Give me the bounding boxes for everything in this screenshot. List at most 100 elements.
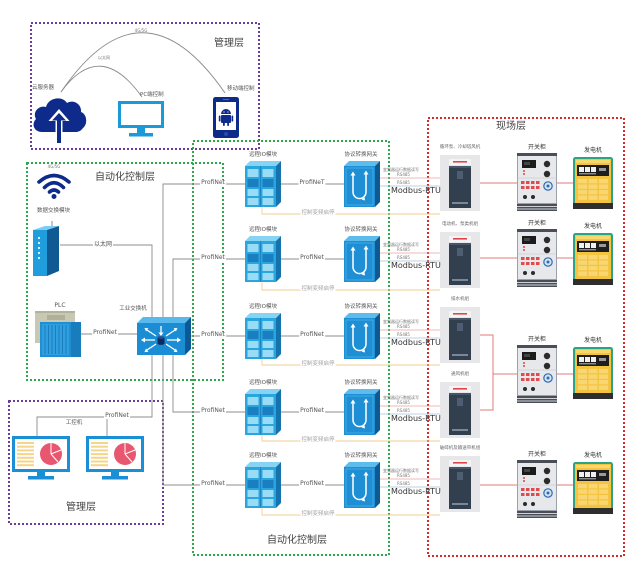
remote-io-label: 远程IO模块 [249, 304, 277, 310]
modbus-protocol-label: Modbus-RTU [391, 414, 441, 423]
plc-link-protocol-label: ProfiNet [92, 329, 118, 336]
inverter-signal-label: 变频器运行数据读写 [383, 167, 419, 172]
mobile-control-label: 移动端控制 [227, 86, 255, 92]
wireless-link-label: 4G/5G [134, 28, 148, 33]
ethernet-arc [60, 65, 143, 98]
io-link-protocol-label: ProfiNeT [298, 179, 326, 186]
ipc-label: 工控机 [65, 420, 83, 426]
modbus-protocol-label: Modbus-RTU [391, 338, 441, 347]
modbus-protocol-label: Modbus-RTU [391, 487, 441, 496]
inverter-icon [440, 232, 480, 288]
wireless-arc [60, 32, 226, 94]
data-exchange-module-label: 数据交换模块 [37, 208, 71, 214]
gateway-label: 协议转换网关 [344, 380, 378, 386]
left-wireless-label: 4G/5G [47, 164, 61, 169]
rs485-label: RS485 [397, 180, 410, 185]
cloud-server-label: 云服务器 [32, 85, 55, 91]
rs485-label: RS485 [397, 324, 410, 329]
field-layer-boundary [427, 117, 625, 557]
remote-io-label: 远程IO模块 [249, 227, 277, 233]
control-signal-label: 控制变频启停 [300, 361, 336, 368]
inverter-label: 电动机、泵类机组 [442, 222, 478, 227]
management-layer-bottom-boundary [8, 400, 164, 525]
automation-layer-middle-boundary [192, 140, 390, 556]
inverter-icon [440, 456, 480, 512]
generator-icon [573, 462, 613, 514]
io-link-protocol-label: ProfiNet [299, 407, 325, 414]
wifi-icon [36, 171, 72, 199]
rs485-label: RS485 [397, 172, 410, 177]
remote-io-module-icon [245, 313, 281, 359]
modbus-protocol-label: Modbus-RTU [391, 261, 441, 270]
monitor-icon [118, 101, 164, 137]
switch-uplink-row5-line [162, 355, 245, 486]
android-phone-icon [213, 97, 239, 138]
router-icon [31, 221, 61, 277]
switchgear-icon [517, 229, 557, 287]
ipc-link-protocol-label: ProfiNet [104, 412, 130, 419]
remote-io-module-icon [245, 462, 281, 508]
rs485-label: RS485 [397, 473, 410, 478]
cloud-upload-icon [30, 94, 88, 144]
rs485-label: RS485 [397, 247, 410, 252]
remote-io-label: 远程IO模块 [249, 380, 277, 386]
gateway-label: 协议转换网关 [344, 152, 378, 158]
switchgear-icon [517, 345, 557, 403]
management-layer-bottom-title: 管理层 [66, 502, 96, 513]
rs485-label: RS485 [397, 332, 410, 337]
automation-layer-left-title: 自动化控制层 [95, 172, 155, 183]
control-signal-label: 控制变频启停 [300, 511, 336, 518]
uplink-protocol-label: ProfiNet [200, 331, 226, 338]
generator-icon [573, 347, 613, 399]
switchgear-label: 开关柜 [527, 144, 547, 151]
uplink-protocol-label: ProfiNet [200, 254, 226, 261]
switch-uplink-row4-line [172, 355, 245, 413]
inverter-icon [440, 382, 480, 438]
layer-boundaries [8, 22, 625, 557]
rs485-label: RS485 [397, 400, 410, 405]
ipc-monitor-icon [86, 436, 144, 482]
industrial-switch-icon [137, 317, 191, 355]
control-signal-line [261, 508, 440, 516]
remote-io-module-icon [245, 389, 281, 435]
inverter-signal-label: 变频器运行数据读写 [383, 395, 419, 400]
generator-icon [573, 157, 613, 209]
ethernet-link-line [60, 244, 153, 318]
inverter-label: 破碎机及输送带机组 [439, 446, 481, 451]
modbus-protocol-label: Modbus-RTU [391, 186, 441, 195]
plc-label: PLC [54, 302, 66, 309]
inverter-pair-bracket-line [480, 334, 494, 411]
inverter-icon [440, 307, 480, 363]
generator-icon [573, 233, 613, 285]
field-layer-title: 现场层 [496, 121, 526, 132]
generator-label: 发电机 [583, 337, 603, 344]
inverter-signal-label: 变频器运行数据读写 [383, 242, 419, 247]
gateway-label: 协议转换网关 [344, 453, 378, 459]
switch-uplink-row2-line [172, 258, 245, 318]
ipc-monitor-icon [12, 436, 70, 482]
switchgear-label: 开关柜 [527, 220, 547, 227]
rs485-label: RS485 [397, 408, 410, 413]
plc-icon [35, 311, 81, 357]
ethernet-arc-label: 以太网 [98, 55, 110, 60]
switchgear-icon [517, 153, 557, 211]
uplink-protocol-label: ProfiNet [200, 179, 226, 186]
pc-control-label: PC端控制 [140, 92, 164, 98]
switchgear-icon [517, 460, 557, 518]
control-signal-line [261, 282, 440, 291]
generator-label: 发电机 [583, 223, 603, 230]
control-signal-label: 控制变频启停 [300, 437, 336, 444]
inverter-label: 排水机组 [451, 297, 469, 302]
inverter-signal-label: 变频器运行数据读写 [383, 319, 419, 324]
control-signal-line [261, 359, 440, 366]
protocol-gateway-icon [344, 313, 380, 359]
generator-label: 发电机 [583, 452, 603, 459]
remote-io-label: 远程IO模块 [249, 453, 277, 459]
gateway-label: 协议转换网关 [344, 304, 378, 310]
protocol-gateway-icon [344, 161, 380, 207]
remote-io-module-icon [245, 161, 281, 207]
inverter-signal-label: 变频器运行数据读写 [383, 468, 419, 473]
network-links [36, 32, 245, 486]
